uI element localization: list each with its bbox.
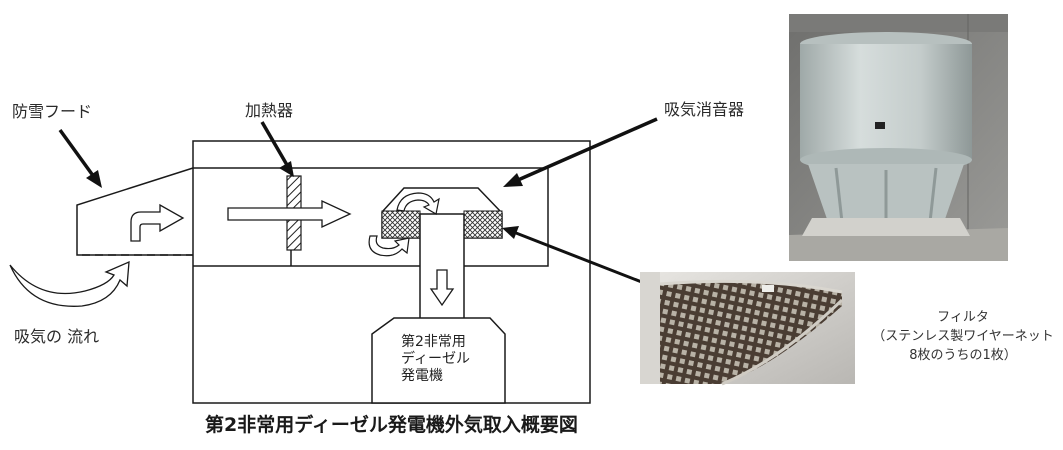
flow-arrow-silencer-top — [396, 192, 440, 215]
filter-photo — [640, 272, 855, 386]
filter-caption: フィルタ （ステンレス製ワイヤーネット 8枚のうちの1枚） — [868, 308, 1058, 365]
filter-mesh-right — [463, 210, 503, 239]
filter-caption-line2: （ステンレス製ワイヤーネット — [872, 329, 1054, 344]
diagram-caption: 第2非常用ディーゼル発電機外気取入概要図 — [205, 414, 578, 436]
label-snow-hood: 防雪フード — [12, 102, 93, 121]
intake-pipe — [419, 213, 465, 320]
pointer-snow-hood — [58, 128, 102, 188]
label-airflow: 吸気の 流れ — [14, 327, 100, 346]
filter-mesh-left — [381, 210, 421, 239]
label-intake-silencer: 吸気消音器 — [664, 100, 745, 119]
flow-arrow-straight — [227, 199, 352, 229]
silencer-photo — [789, 14, 1008, 261]
filter-caption-line1: フィルタ — [937, 310, 989, 325]
label-heater: 加熱器 — [245, 101, 294, 120]
flow-arrow-down — [429, 269, 455, 307]
pointer-filter — [502, 226, 658, 290]
generator-label-line1: 第2非常用 — [401, 334, 466, 350]
generator-body — [371, 317, 506, 404]
pointer-heater — [260, 121, 294, 177]
intake-duct — [193, 167, 549, 267]
flow-arrow-hood-inlet — [130, 203, 185, 242]
flow-arrow-silencer-bottom — [368, 235, 410, 257]
pointer-silencer — [503, 117, 658, 187]
generator-label-line3: 発電機 — [401, 368, 443, 384]
filter-caption-line3: 8枚のうちの1枚） — [909, 348, 1017, 363]
flow-arrow-curved-intake — [9, 260, 130, 307]
generator-label: 第2非常用 ディーゼル 発電機 — [401, 334, 470, 385]
generator-label-line2: ディーゼル — [401, 351, 471, 367]
